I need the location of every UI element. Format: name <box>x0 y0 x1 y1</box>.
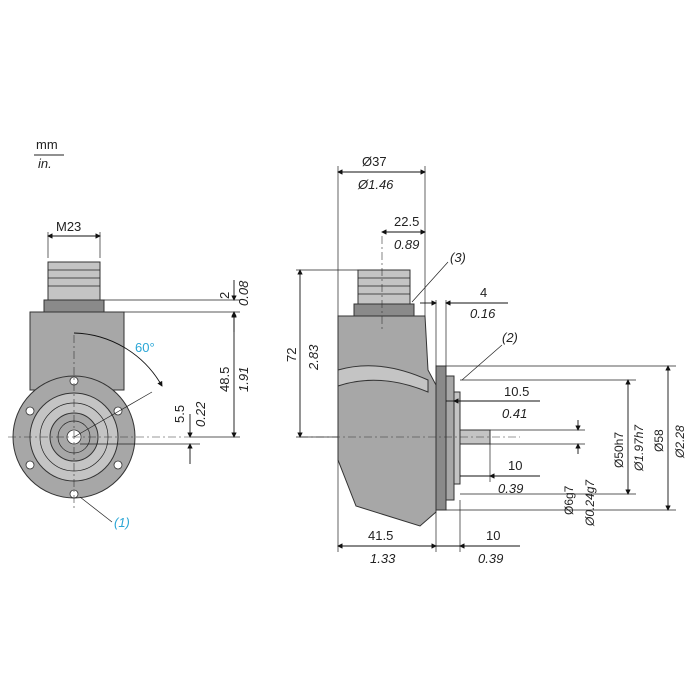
flange-thickness-mm: 4 <box>480 285 487 300</box>
flange-diameter-mm: Ø58 <box>652 429 666 452</box>
body-diameter-in: Ø1.46 <box>357 177 394 192</box>
front-view: 60° (1) M23 2 0.08 48.5 1.91 5.5 0.22 <box>8 219 251 530</box>
callout-3: (3) <box>450 250 466 265</box>
front-depth-mm: 10 <box>486 528 500 543</box>
shaft-length-mm: 10 <box>508 458 522 473</box>
height-in: 1.91 <box>236 367 251 392</box>
pilot-diameter-mm: Ø50h7 <box>612 432 626 468</box>
pilot-length-mm: 10.5 <box>504 384 529 399</box>
side-housing <box>337 315 437 527</box>
side-view: (3) (2) Ø37 Ø1.46 22.5 0.89 72 2.83 4 0.… <box>284 154 687 566</box>
total-height-in: 2.83 <box>306 344 321 371</box>
offset-in: 0.22 <box>193 401 208 427</box>
callout-2: (2) <box>502 330 518 345</box>
body-diameter-mm: Ø37 <box>362 154 387 169</box>
body-depth-mm: 41.5 <box>368 528 393 543</box>
units-legend: mm in. <box>34 137 64 171</box>
callout-1: (1) <box>114 515 130 530</box>
unit-in: in. <box>38 156 52 171</box>
body-depth-in: 1.33 <box>370 551 396 566</box>
flange-diameter-in: Ø2.28 <box>673 425 687 459</box>
connector-offset-in: 0.89 <box>394 237 419 252</box>
total-height-mm: 72 <box>284 348 299 362</box>
shaft-diameter-mm: Ø6g7 <box>562 485 576 515</box>
pilot-diameter-in: Ø1.97h7 <box>632 424 646 472</box>
unit-mm: mm <box>36 137 58 152</box>
shaft-length-in: 0.39 <box>498 481 523 496</box>
side-connector <box>353 269 415 317</box>
pilot-length-in: 0.41 <box>502 406 527 421</box>
offset-mm: 5.5 <box>172 405 187 423</box>
gap-in: 0.08 <box>236 280 251 306</box>
front-connector <box>43 261 105 313</box>
front-depth-in: 0.39 <box>478 551 503 566</box>
shaft-diameter-in: Ø0.24g7 <box>583 479 597 527</box>
angle-label: 60° <box>135 340 155 355</box>
side-flange <box>435 365 447 511</box>
gap-mm: 2 <box>217 292 232 299</box>
mounting-holes <box>25 376 123 499</box>
connector-offset-mm: 22.5 <box>394 214 419 229</box>
height-mm: 48.5 <box>217 367 232 392</box>
connector-size: M23 <box>56 219 81 234</box>
flange-thickness-in: 0.16 <box>470 306 496 321</box>
